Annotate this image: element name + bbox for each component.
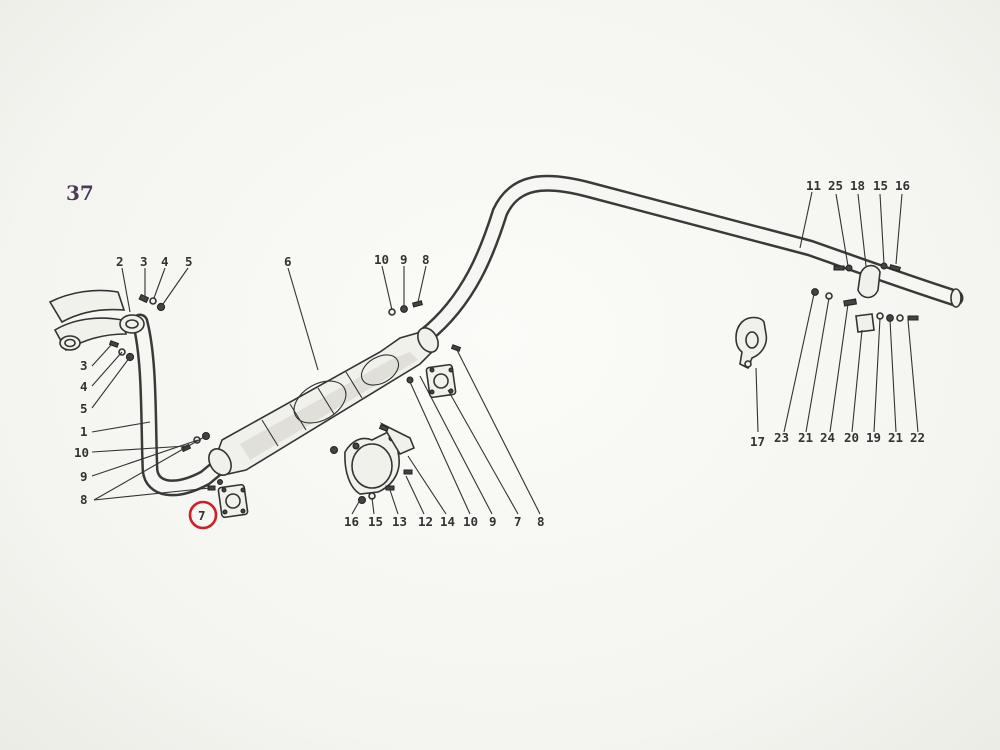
callout-9: 9 — [400, 252, 408, 267]
hanger-bracket — [330, 422, 416, 504]
callout-4: 4 — [80, 379, 88, 394]
callout-1: 1 — [80, 424, 88, 439]
callout-5: 5 — [185, 254, 193, 269]
callout-10: 10 — [74, 445, 89, 460]
callout-5: 5 — [80, 401, 88, 416]
callout-23: 23 — [774, 430, 789, 445]
rear-hanger — [735, 316, 768, 370]
callout-10: 10 — [374, 252, 389, 267]
callout-4: 4 — [161, 254, 169, 269]
callout-16: 16 — [344, 514, 359, 529]
callout-3: 3 — [140, 254, 148, 269]
callout-12: 12 — [418, 514, 433, 529]
tailpipe-hardware — [811, 262, 919, 333]
highlight-circle — [188, 500, 218, 530]
callout-16: 16 — [895, 178, 910, 193]
callout-20: 20 — [844, 430, 859, 445]
callout-8: 8 — [537, 514, 545, 529]
callout-8: 8 — [80, 492, 88, 507]
callout-19: 19 — [866, 430, 881, 445]
callout-15: 15 — [368, 514, 383, 529]
callout-11: 11 — [806, 178, 821, 193]
callout-3: 3 — [80, 358, 88, 373]
callout-8: 8 — [422, 252, 430, 267]
callout-24: 24 — [820, 430, 835, 445]
callout-2: 2 — [116, 254, 124, 269]
callout-labels: 2 3 4 5 3 4 5 1 10 9 8 7 6 10 9 8 16 15 … — [74, 178, 925, 529]
callout-6: 6 — [284, 254, 292, 269]
front-fasteners — [108, 293, 166, 362]
callout-7: 7 — [514, 514, 522, 529]
callout-21: 21 — [798, 430, 813, 445]
callout-7-highlighted: 7 — [198, 508, 206, 523]
callout-9: 9 — [489, 514, 497, 529]
front-gasket-plate — [217, 483, 249, 519]
callout-14: 14 — [440, 514, 455, 529]
callout-10: 10 — [463, 514, 478, 529]
callout-15: 15 — [873, 178, 888, 193]
page-number: 37 — [66, 181, 94, 205]
callout-13: 13 — [392, 514, 407, 529]
callout-17: 17 — [750, 434, 765, 449]
callout-9: 9 — [80, 469, 88, 484]
leader-lines — [91, 191, 919, 515]
middle-fasteners — [388, 300, 462, 384]
callout-25: 25 — [828, 178, 843, 193]
rear-gasket-plate — [425, 363, 457, 399]
front-muffler — [208, 327, 439, 476]
callout-22: 22 — [910, 430, 925, 445]
callout-21: 21 — [888, 430, 903, 445]
callout-18: 18 — [850, 178, 865, 193]
front-flange-clamp — [119, 314, 145, 334]
manifold-pipes — [48, 289, 128, 352]
